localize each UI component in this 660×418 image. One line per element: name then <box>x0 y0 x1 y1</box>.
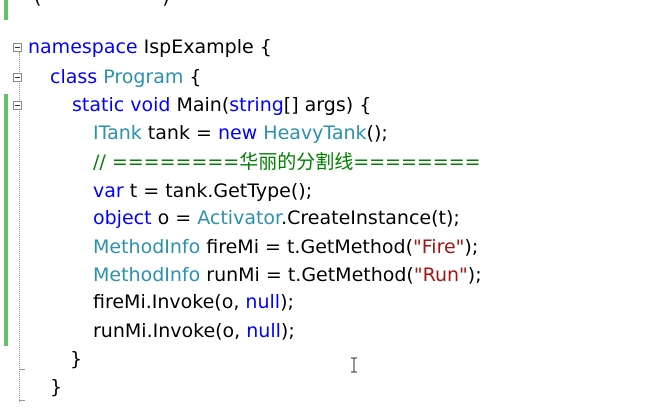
code-token: null <box>246 320 281 342</box>
partial-code-line: ( ) <box>34 0 170 9</box>
code-token: Main( <box>170 94 230 116</box>
code-token: static <box>72 94 125 116</box>
code-token: string <box>229 94 284 116</box>
code-token: class <box>50 66 98 88</box>
code-token: namespace <box>28 36 138 58</box>
code-line[interactable]: ITank tank = new HeavyTank(); <box>93 120 388 146</box>
code-token: MethodInfo <box>93 264 201 286</box>
code-token: ); <box>464 236 479 258</box>
code-line[interactable]: namespace IspExample { <box>28 34 272 60</box>
code-token: void <box>130 94 171 116</box>
code-line[interactable]: fireMi.Invoke(o, null); <box>93 289 294 315</box>
code-token: Activator <box>197 207 282 229</box>
code-token: runMi = t.GetMethod( <box>200 264 414 286</box>
code-line[interactable]: MethodInfo runMi = t.GetMethod("Run"); <box>93 262 482 288</box>
code-token: ); <box>280 291 294 313</box>
change-indicator-bar <box>4 94 8 346</box>
code-line[interactable]: object o = Activator.CreateInstance(t); <box>93 205 460 231</box>
code-token: null <box>245 291 281 313</box>
code-token: fireMi = t.GetMethod( <box>200 236 414 258</box>
code-token: tank = <box>141 122 218 144</box>
code-token: ITank <box>93 122 142 144</box>
code-line[interactable]: MethodInfo fireMi = t.GetMethod("Fire"); <box>93 234 478 260</box>
code-token: // ========华丽的分割线======== <box>93 151 481 173</box>
collapse-icon[interactable] <box>13 43 22 52</box>
code-line[interactable]: class Program { <box>50 64 202 90</box>
code-token: "Run" <box>413 264 468 286</box>
code-token: HeavyTank <box>263 122 367 144</box>
code-line[interactable]: var t = tank.GetType(); <box>93 178 312 204</box>
code-token: o = <box>151 207 198 229</box>
code-token: ); <box>280 320 295 342</box>
code-token: .CreateInstance(t); <box>281 207 460 229</box>
code-line[interactable]: runMi.Invoke(o, null); <box>93 318 295 344</box>
code-token: "Fire" <box>413 236 465 258</box>
code-token: var <box>93 180 124 202</box>
code-token: (); <box>366 122 388 144</box>
code-token: new <box>217 122 258 144</box>
code-line[interactable]: // ========华丽的分割线======== <box>93 149 481 175</box>
code-token: fireMi.Invoke(o, <box>93 291 246 313</box>
code-line[interactable]: } <box>50 374 62 400</box>
code-token: runMi.Invoke(o, <box>93 320 247 342</box>
code-token: } <box>70 348 83 370</box>
change-indicator-bar <box>4 0 8 20</box>
code-token: ); <box>467 264 482 286</box>
collapse-icon[interactable] <box>13 101 22 110</box>
code-line[interactable]: } <box>70 346 82 372</box>
code-token: } <box>50 376 63 398</box>
code-token: { <box>183 66 202 88</box>
code-token: t = tank.GetType(); <box>123 180 313 202</box>
code-token: MethodInfo <box>93 236 201 258</box>
code-token: Program <box>103 66 184 88</box>
text-cursor-icon <box>351 357 357 373</box>
code-token: IspExample { <box>137 36 272 58</box>
outline-end-marker <box>19 369 25 370</box>
outline-end-marker <box>19 400 25 401</box>
code-line[interactable]: static void Main(string[] args) { <box>72 92 371 118</box>
code-token: [] args) { <box>283 94 372 116</box>
code-token: object <box>93 207 152 229</box>
collapse-icon[interactable] <box>13 73 22 82</box>
outline-guide <box>19 52 20 402</box>
